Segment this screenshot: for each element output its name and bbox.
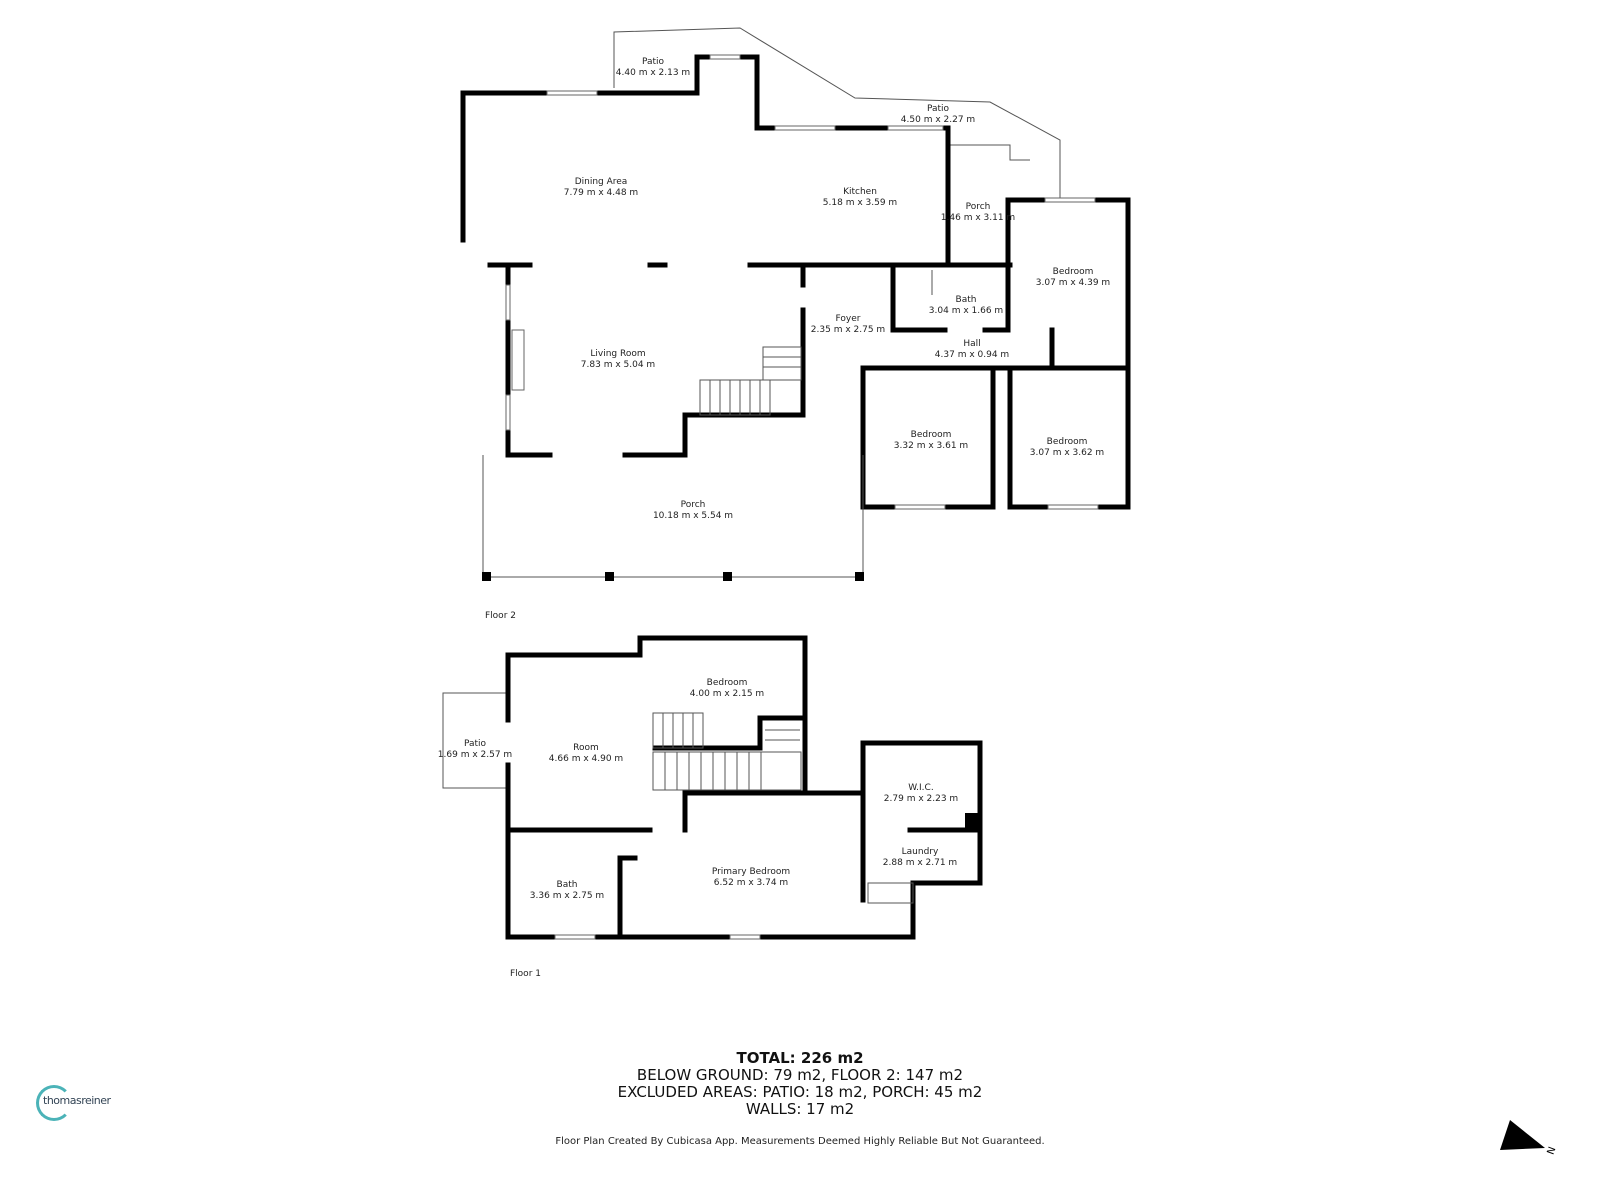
room-label: Primary Bedroom bbox=[712, 867, 790, 877]
wall bbox=[605, 572, 614, 581]
room-label: 10.18 m x 5.54 m bbox=[653, 511, 733, 521]
room-label: 3.04 m x 1.66 m bbox=[929, 306, 1003, 316]
room-label: Foyer bbox=[836, 314, 861, 324]
room-label: Bath bbox=[557, 880, 578, 890]
room-label: Patio bbox=[642, 57, 665, 67]
excluded-areas: EXCLUDED AREAS: PATIO: 18 m2, PORCH: 45 … bbox=[617, 1083, 983, 1101]
wall bbox=[652, 751, 802, 791]
walls-area: WALLS: 17 m2 bbox=[745, 1100, 855, 1118]
floor-label: Floor 2 bbox=[485, 611, 516, 621]
room-label: W.I.C. bbox=[908, 783, 933, 793]
wall bbox=[867, 882, 914, 904]
wall bbox=[762, 346, 802, 381]
wall bbox=[1005, 197, 1131, 371]
room-label: Hall bbox=[963, 339, 980, 349]
stairs bbox=[652, 712, 914, 904]
room-label: 4.50 m x 2.27 m bbox=[901, 115, 975, 125]
window bbox=[505, 284, 511, 321]
room-label: 4.00 m x 2.15 m bbox=[690, 689, 764, 699]
room-label: Dining Area bbox=[575, 177, 628, 187]
wall bbox=[460, 54, 951, 268]
room-label: 3.07 m x 4.39 m bbox=[1036, 278, 1110, 288]
floor-label: Floor 1 bbox=[510, 969, 541, 979]
wall bbox=[682, 790, 866, 833]
room-label: 4.66 m x 4.90 m bbox=[549, 754, 623, 764]
porch-outline bbox=[482, 455, 864, 578]
room-label: 3.36 m x 2.75 m bbox=[530, 891, 604, 901]
room-label: Kitchen bbox=[843, 187, 877, 197]
wall bbox=[723, 572, 732, 581]
room-label: 3.07 m x 3.62 m bbox=[1030, 448, 1104, 458]
wall bbox=[505, 635, 808, 796]
room-label: Porch bbox=[681, 500, 706, 510]
window bbox=[729, 934, 761, 940]
room-label: Porch bbox=[966, 202, 991, 212]
room-label: Patio bbox=[464, 739, 487, 749]
north-letter: N bbox=[1546, 1145, 1559, 1156]
room-label: 4.37 m x 0.94 m bbox=[935, 350, 1009, 360]
room-label: Bath bbox=[956, 295, 977, 305]
window bbox=[554, 934, 596, 940]
room-label: 7.79 m x 4.48 m bbox=[564, 188, 638, 198]
wall bbox=[890, 262, 948, 333]
room-label: 7.83 m x 5.04 m bbox=[581, 360, 655, 370]
brand-logo: thomasreiner bbox=[36, 1085, 136, 1125]
window bbox=[709, 54, 741, 60]
wall bbox=[617, 855, 638, 940]
room-label: Bedroom bbox=[911, 430, 952, 440]
room-label: Bedroom bbox=[1053, 267, 1094, 277]
window bbox=[774, 125, 836, 131]
window bbox=[1047, 504, 1099, 510]
room-label: 1.46 m x 3.11 m bbox=[941, 213, 1015, 223]
room-label: Living Room bbox=[590, 349, 645, 359]
wall bbox=[505, 262, 553, 458]
porch-railing bbox=[950, 144, 1030, 161]
window bbox=[1044, 197, 1096, 203]
room-label: 6.52 m x 3.74 m bbox=[714, 878, 788, 888]
room-label: 2.35 m x 2.75 m bbox=[811, 325, 885, 335]
room-label: 4.40 m x 2.13 m bbox=[616, 68, 690, 78]
room-label: Patio bbox=[927, 104, 950, 114]
wall bbox=[622, 412, 806, 458]
wall bbox=[860, 740, 983, 940]
wall bbox=[482, 572, 491, 581]
window bbox=[887, 125, 944, 131]
level-areas: BELOW GROUND: 79 m2, FLOOR 2: 147 m2 bbox=[636, 1066, 964, 1084]
wall bbox=[652, 712, 704, 749]
logo-text: thomasreiner bbox=[43, 1094, 111, 1107]
fireplace bbox=[511, 329, 525, 391]
patio-outline bbox=[442, 692, 508, 789]
total-area: TOTAL: 226 m2 bbox=[736, 1049, 864, 1067]
room-label: 2.88 m x 2.71 m bbox=[883, 858, 957, 868]
logo-ring-icon bbox=[36, 1085, 72, 1121]
window bbox=[505, 394, 511, 431]
room-label: Room bbox=[573, 743, 599, 753]
room-label: Bedroom bbox=[1047, 437, 1088, 447]
wall bbox=[652, 715, 803, 751]
window bbox=[894, 504, 946, 510]
floor-2-plan: Patio 4.40 m x 2.13 m Patio 4.50 m x 2.2… bbox=[460, 27, 1131, 621]
disclaimer: Floor Plan Created By Cubicasa App. Meas… bbox=[555, 1136, 1045, 1147]
room-label: Laundry bbox=[902, 847, 939, 857]
room-label: 5.18 m x 3.59 m bbox=[823, 198, 897, 208]
room-label: Bedroom bbox=[707, 678, 748, 688]
room-label: 2.79 m x 2.23 m bbox=[884, 794, 958, 804]
wall bbox=[855, 572, 864, 581]
stairs bbox=[699, 346, 802, 416]
patio-outline bbox=[613, 27, 1061, 200]
room-label: 3.32 m x 3.61 m bbox=[894, 441, 968, 451]
floor-1-plan: Bedroom 4.00 m x 2.15 m Patio 1.69 m x 2… bbox=[438, 635, 983, 979]
wall bbox=[965, 813, 980, 831]
north-arrow-icon: N bbox=[1500, 1120, 1559, 1156]
wall bbox=[699, 379, 771, 416]
window bbox=[546, 90, 598, 96]
room-label: 1.69 m x 2.57 m bbox=[438, 750, 512, 760]
area-summary: TOTAL: 226 m2 BELOW GROUND: 79 m2, FLOOR… bbox=[0, 1050, 1600, 1118]
